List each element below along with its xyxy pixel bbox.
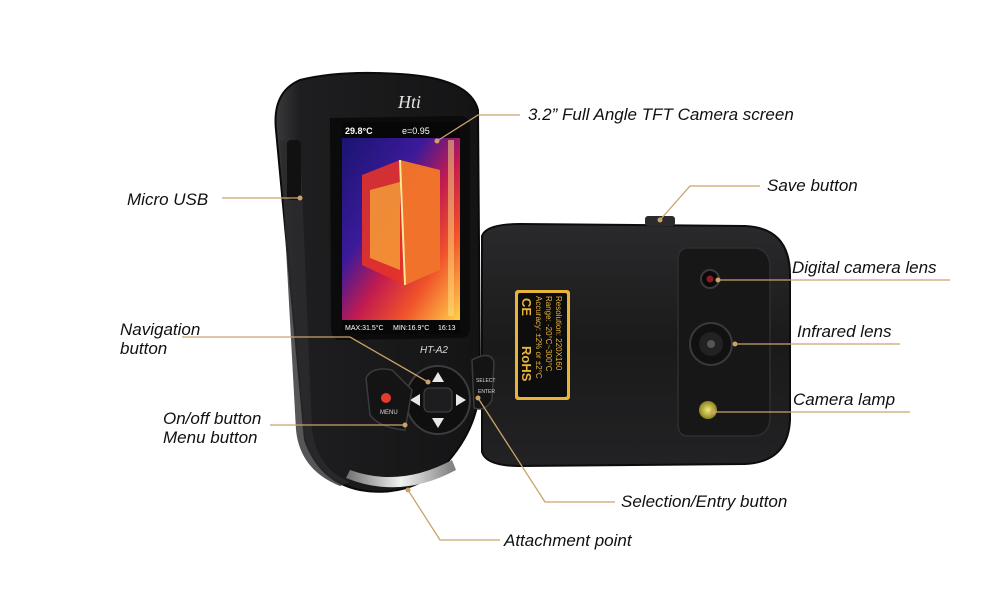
screen-temperature: 29.8°C [345, 126, 373, 136]
brand-logo: Hti [397, 92, 421, 112]
front-unit [274, 71, 495, 493]
callout-screen: 3.2” Full Angle TFT Camera screen [528, 105, 794, 124]
callout-infrared-lens: Infrared lens [797, 322, 892, 341]
callout-attachment: Attachment point [504, 531, 632, 550]
leader-navigation [182, 336, 429, 383]
menu-button-label: MENU [380, 410, 398, 416]
callout-digital-lens: Digital camera lens [792, 258, 937, 277]
select-button-label: SELECT [476, 378, 495, 384]
attachment-strip [346, 460, 456, 488]
leader-selection [477, 397, 615, 503]
spec-range: Range: -20°C~300°C [544, 296, 553, 372]
callout-micro-usb: Micro USB [127, 190, 209, 209]
micro-usb-port [287, 140, 301, 200]
camera-lamp-shape [699, 401, 717, 419]
model-label: HT-A2 [420, 345, 448, 356]
callout-navigation-line2: button [120, 339, 168, 358]
leader-save [659, 185, 760, 221]
callout-camera-lamp: Camera lamp [793, 390, 896, 409]
rohs-mark: RoHS [519, 346, 534, 382]
callout-menu: Menu button [163, 428, 258, 447]
power-icon [381, 393, 391, 403]
ce-mark: CE [519, 298, 534, 316]
rear-unit [481, 216, 791, 468]
leader-attachment [407, 489, 500, 541]
callout-onoff: On/off button [163, 409, 262, 428]
spec-accuracy: Accuracy: ±2% or ±2°C [534, 296, 543, 379]
screen-emissivity: e=0.95 [402, 126, 430, 136]
callout-selection: Selection/Entry button [621, 492, 788, 511]
leader-lines [182, 114, 950, 541]
enter-button-label: ENTER [478, 389, 495, 395]
spec-label-text: Resolution: 220X160 Range: -20°C~300°C A… [519, 296, 563, 382]
spec-resolution: Resolution: 220X160 [554, 296, 563, 371]
callout-navigation-line1: Navigation [120, 320, 201, 339]
screen-min: MIN:16.9°C [393, 324, 429, 332]
leader-screen [436, 114, 520, 142]
screen-max: MAX:31.5°C [345, 324, 384, 332]
callout-save-button: Save button [767, 176, 858, 195]
screen-time: 16:13 [438, 325, 456, 332]
